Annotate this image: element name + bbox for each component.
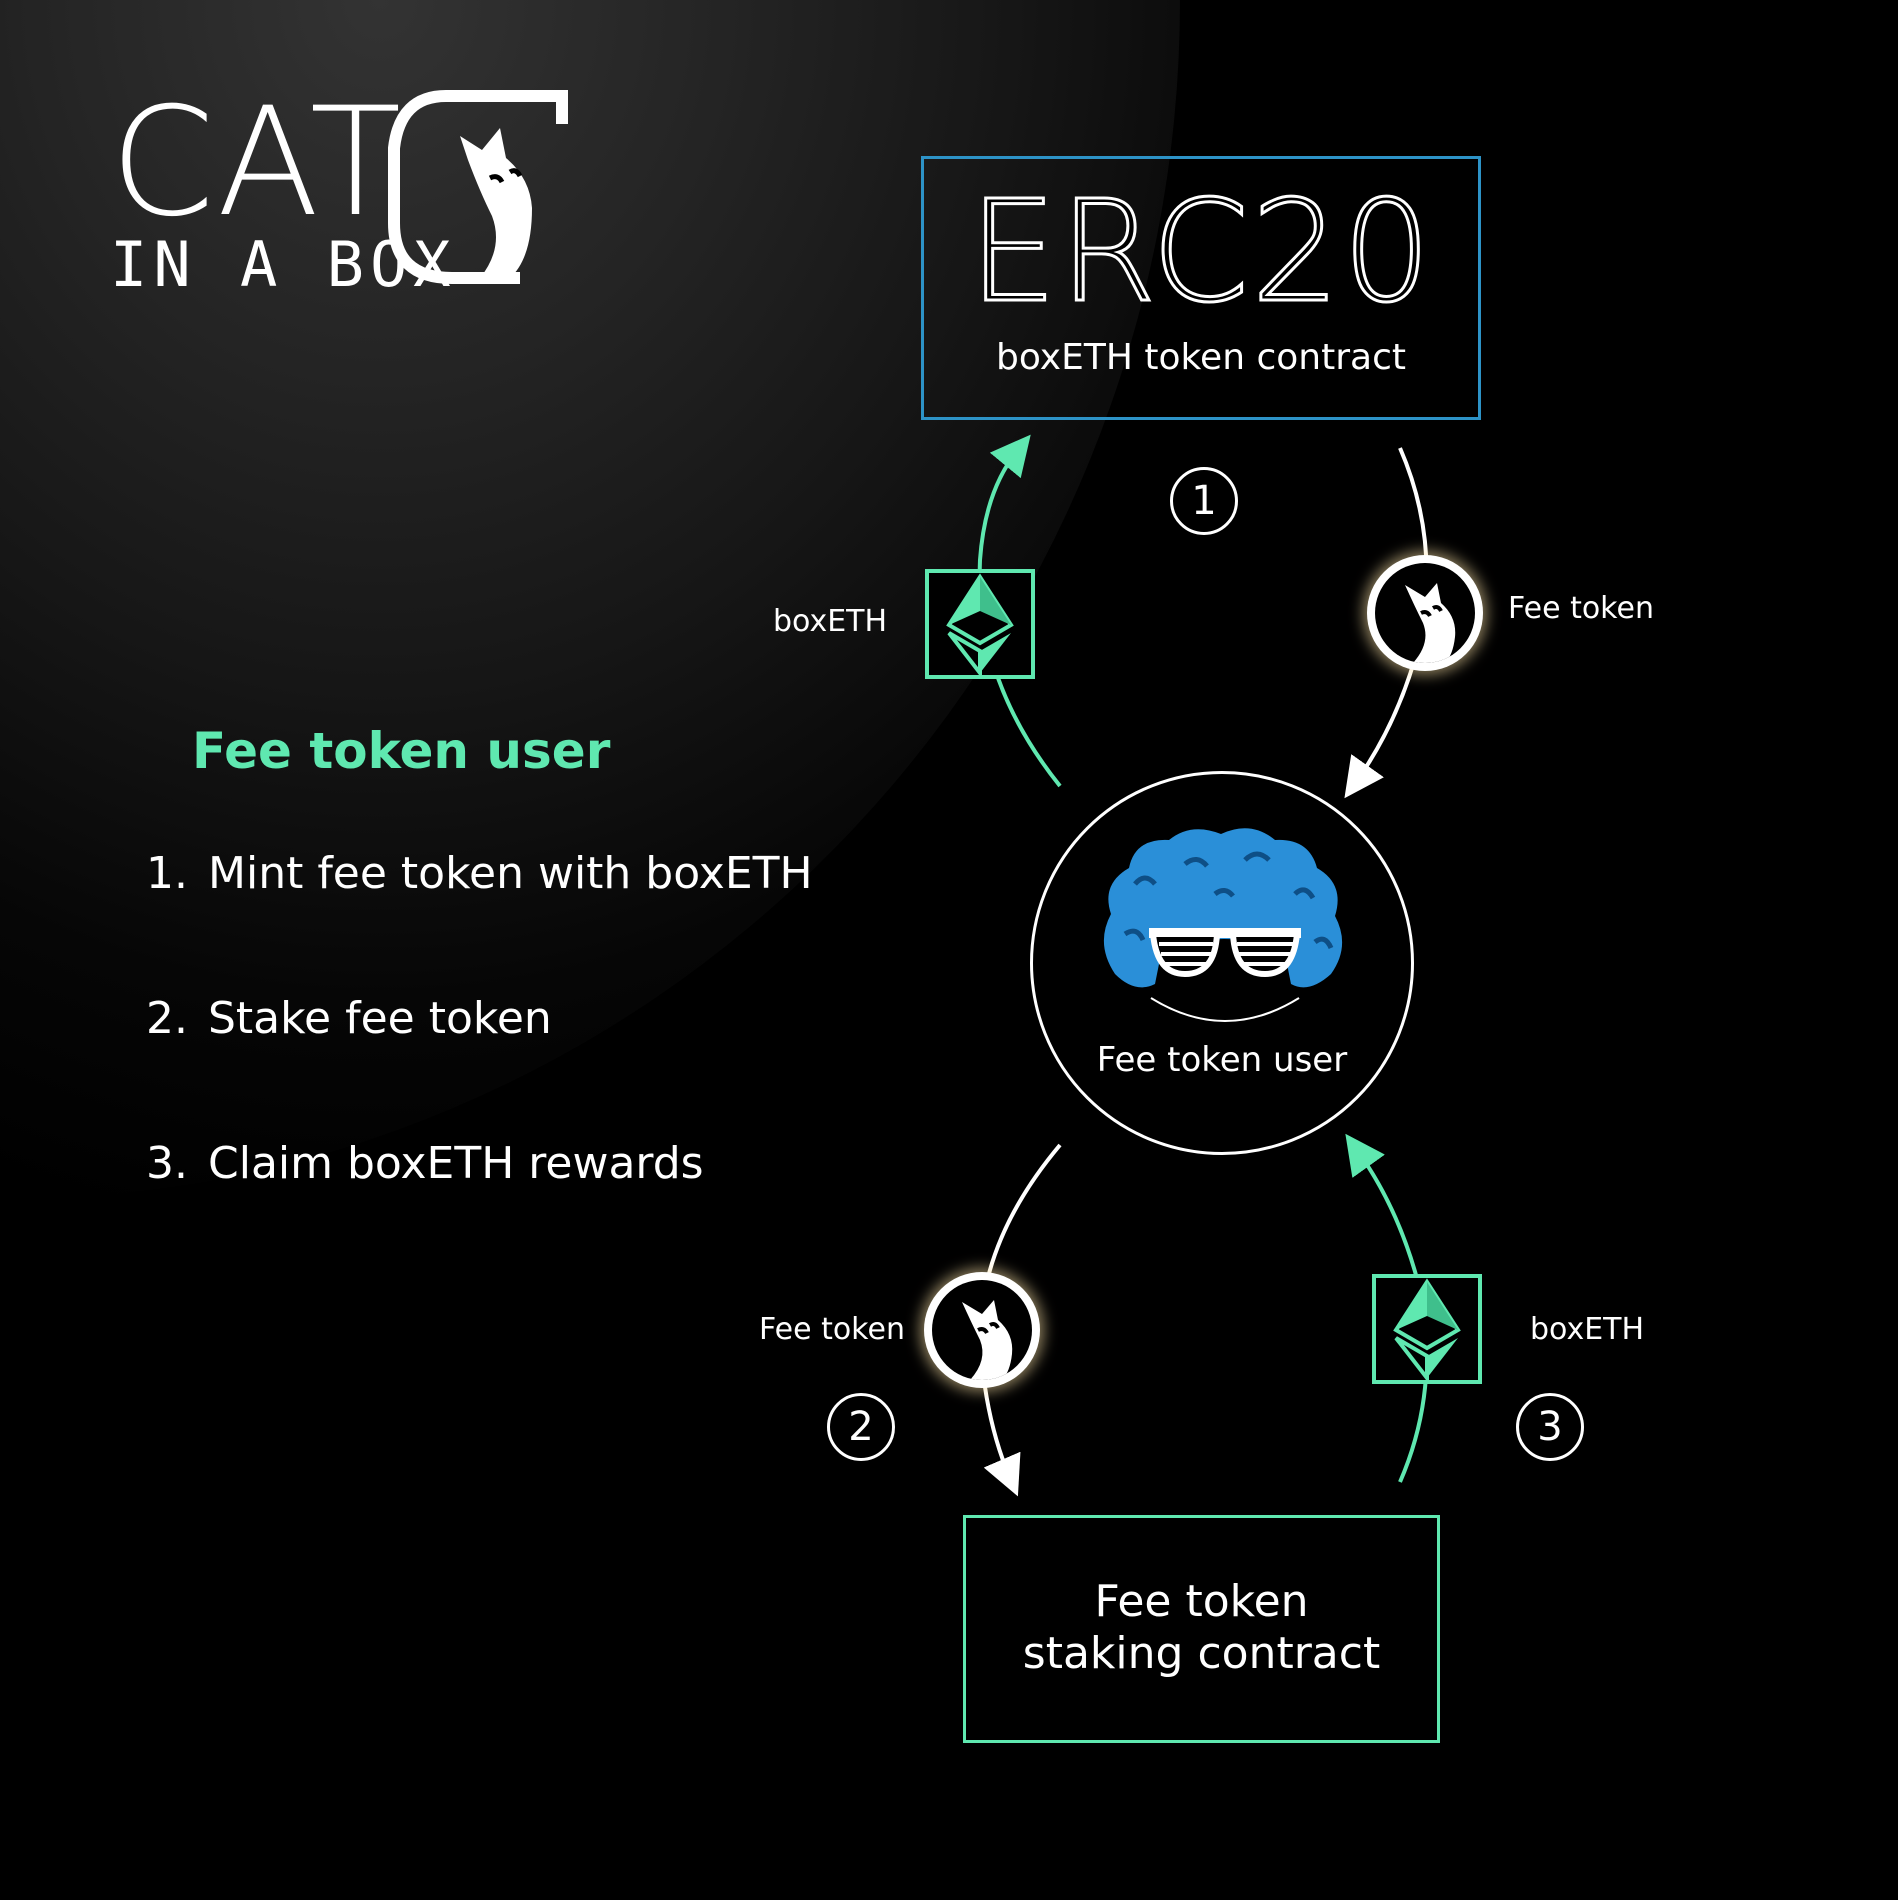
avatar-icon — [1103, 828, 1343, 1022]
boxeth-label-bottom: boxETH — [1530, 1312, 1645, 1347]
logo-cat-text: CAT — [110, 76, 404, 250]
eth-icon — [946, 573, 1014, 675]
staking-contract-box: Fee token staking contract — [963, 1515, 1440, 1743]
erc20-subtitle: boxETH token contract — [996, 337, 1406, 378]
fee-token-label-top: Fee token — [1508, 591, 1654, 626]
boxeth-label-top: boxETH — [773, 604, 888, 639]
staking-title-line2: staking contract — [1022, 1628, 1381, 1679]
erc20-contract-box: ERC20 boxETH token contract — [921, 156, 1481, 420]
step-2-number: 2 — [827, 1393, 895, 1461]
list-item-text: Claim boxETH rewards — [208, 1138, 704, 1189]
fee-token-label-bottom: Fee token — [759, 1312, 905, 1347]
cat-in-a-box-logo: CAT IN A BOX — [100, 88, 570, 298]
eth-icon — [1393, 1278, 1461, 1380]
step-3-number: 3 — [1516, 1393, 1584, 1461]
fee-token-icon — [962, 1300, 1013, 1380]
fee-token-icon — [1405, 583, 1456, 663]
erc20-title: ERC20 — [967, 171, 1434, 334]
fee-token-user-node: Fee token user — [1030, 771, 1414, 1155]
list-item-text: Stake fee token — [208, 993, 552, 1044]
step-1-number: 1 — [1170, 467, 1238, 535]
staking-title-line1: Fee token — [1094, 1576, 1309, 1627]
list-item-number: 1. — [146, 848, 188, 899]
fee-token-coin-bottom — [924, 1272, 1040, 1388]
eth-token-box-bottom — [1372, 1274, 1482, 1384]
fee-token-user-label: Fee token user — [1096, 1040, 1348, 1080]
eth-token-box-top — [925, 569, 1035, 679]
list-item-number: 2. — [146, 993, 188, 1044]
fee-token-coin-top — [1367, 555, 1483, 671]
list-item-number: 3. — [146, 1138, 188, 1189]
sidebar-title: Fee token user — [192, 722, 611, 780]
cat-logo-icon — [388, 90, 568, 284]
list-item-text: Mint fee token with boxETH — [208, 848, 813, 899]
